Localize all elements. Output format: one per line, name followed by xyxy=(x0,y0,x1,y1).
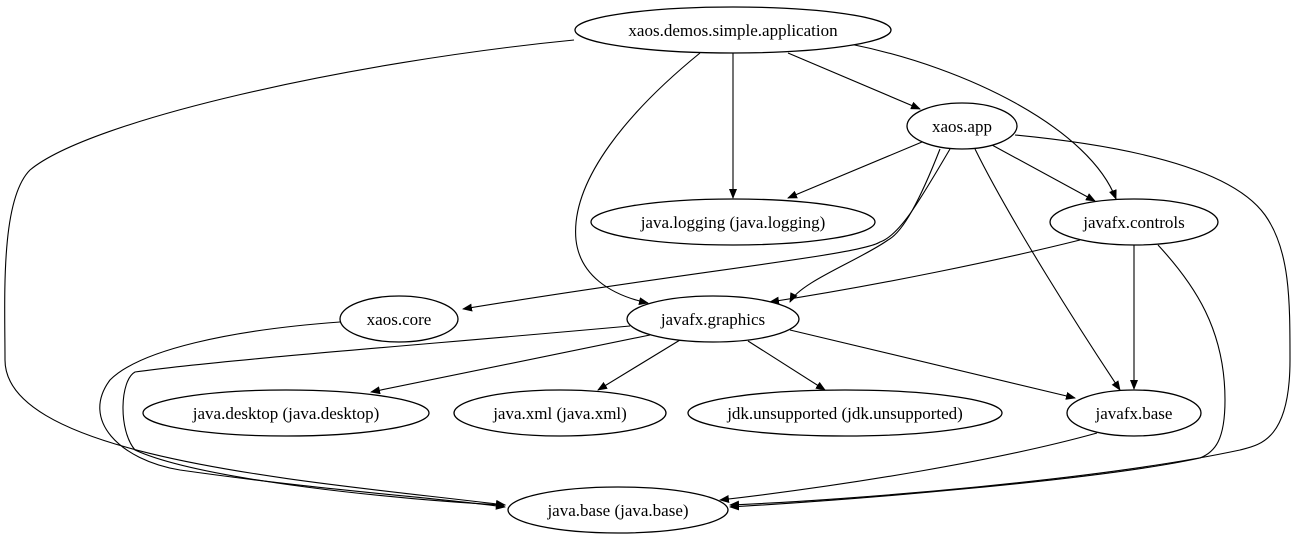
node-label: java.xml (java.xml) xyxy=(492,404,627,423)
node-label: xaos.demos.simple.application xyxy=(628,21,838,40)
edge-xaos_app-to-xaos_core xyxy=(462,148,951,312)
node-label: xaos.app xyxy=(932,117,992,136)
node-ellipse xyxy=(574,6,892,54)
node-label: java.desktop (java.desktop) xyxy=(192,404,379,423)
edge-line xyxy=(769,239,1081,305)
edge-xaos_app-to-logging xyxy=(787,141,923,199)
edge-line xyxy=(575,52,701,306)
node-desktop: java.desktop (java.desktop) xyxy=(142,389,430,437)
node-ellipse xyxy=(507,486,729,534)
node-ellipse xyxy=(687,389,1003,437)
edge-xaos_app-to-controls xyxy=(991,144,1096,202)
edge-line xyxy=(597,339,681,391)
edge-xaos_app-to-graphics xyxy=(789,148,941,303)
node-ellipse xyxy=(626,295,800,343)
edge-controls-to-javabase xyxy=(729,244,1226,511)
edge-app_demo-to-controls xyxy=(849,43,1117,200)
edge-graphics-to-fxbase xyxy=(789,329,1076,400)
node-ellipse xyxy=(1066,389,1202,437)
edge-line xyxy=(99,321,506,510)
node-controls: javafx.controls xyxy=(1049,198,1219,246)
edge-line xyxy=(789,148,941,303)
edge-app_demo-to-graphics xyxy=(575,52,701,306)
edge-line xyxy=(789,329,1076,400)
node-ellipse xyxy=(339,295,459,343)
edge-graphics-to-javabase xyxy=(122,325,631,509)
edge-line xyxy=(122,325,631,509)
node-label: javafx.controls xyxy=(1082,213,1185,232)
edge-graphics-to-unsupported xyxy=(747,340,826,391)
edge-line xyxy=(370,334,651,395)
node-label: javafx.base xyxy=(1095,404,1173,423)
node-label: javafx.graphics xyxy=(660,310,765,329)
edge-line xyxy=(747,340,826,391)
node-xml: java.xml (java.xml) xyxy=(453,389,667,437)
node-label: jdk.unsupported (jdk.unsupported) xyxy=(726,404,963,423)
node-ellipse xyxy=(1049,198,1219,246)
node-app-demo: xaos.demos.simple.application xyxy=(574,6,892,54)
edge-app_demo-to-xaos_app xyxy=(787,52,921,110)
edge-fxbase-to-javabase xyxy=(719,432,1098,503)
node-label: xaos.core xyxy=(367,310,432,329)
edge-line xyxy=(974,148,1121,391)
node-ellipse xyxy=(906,102,1018,150)
node-fxbase: javafx.base xyxy=(1066,389,1202,437)
edge-line xyxy=(787,141,923,199)
edge-line xyxy=(729,134,1291,509)
node-unsupported: jdk.unsupported (jdk.unsupported) xyxy=(687,389,1003,437)
edge-line xyxy=(729,244,1226,511)
node-ellipse xyxy=(142,389,430,437)
edge-controls-to-graphics xyxy=(769,239,1081,305)
edge-graphics-to-xml xyxy=(597,339,681,391)
edge-line xyxy=(719,432,1098,503)
node-label: java.logging (java.logging) xyxy=(640,213,826,232)
edge-line xyxy=(462,148,951,312)
edge-line xyxy=(991,144,1096,202)
edge-app_demo-to-javabase xyxy=(4,39,575,508)
edge-xaos_app-to-javabase xyxy=(729,134,1291,509)
edge-line xyxy=(4,39,575,508)
node-ellipse xyxy=(590,198,876,246)
edge-line xyxy=(787,52,921,110)
edge-xaos_core-to-javabase xyxy=(99,321,506,510)
node-graphics: javafx.graphics xyxy=(626,295,800,343)
edge-graphics-to-desktop xyxy=(370,334,651,395)
node-ellipse xyxy=(453,389,667,437)
node-logging: java.logging (java.logging) xyxy=(590,198,876,246)
node-xaos-app: xaos.app xyxy=(906,102,1018,150)
edge-xaos_app-to-fxbase xyxy=(974,148,1121,391)
node-label: java.base (java.base) xyxy=(546,501,688,520)
node-javabase: java.base (java.base) xyxy=(507,486,729,534)
node-xaos-core: xaos.core xyxy=(339,295,459,343)
edge-line xyxy=(849,43,1117,200)
